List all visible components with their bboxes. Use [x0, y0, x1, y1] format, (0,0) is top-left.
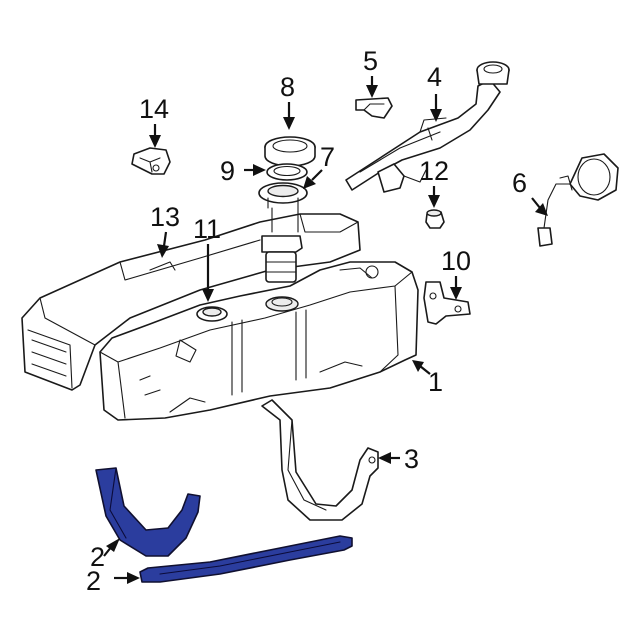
callout-label-6: 6 — [512, 168, 527, 198]
callout-label-7: 7 — [320, 142, 335, 172]
lock-ring-8[interactable] — [264, 136, 316, 167]
retainer-plate-7[interactable] — [258, 182, 308, 209]
clip-14[interactable] — [131, 147, 171, 175]
callout-label-10: 10 — [441, 246, 471, 276]
callout-6: 6 — [512, 168, 548, 216]
callout-13: 13 — [150, 202, 180, 258]
fuel-tank-1[interactable] — [99, 261, 419, 421]
callout-10: 10 — [441, 246, 471, 300]
callout-label-2-lower: 2 — [86, 566, 101, 596]
strap-2-upper[interactable] — [95, 467, 201, 557]
callout-11: 11 — [193, 214, 221, 302]
callout-12: 12 — [419, 156, 449, 208]
strap-2-lower[interactable] — [139, 535, 353, 583]
callout-label-9: 9 — [220, 156, 235, 186]
callout-label-2-upper: 2 — [90, 542, 105, 572]
bracket-5[interactable] — [355, 97, 393, 119]
callout-2-lower: 2 — [86, 566, 140, 596]
seal-9[interactable] — [266, 163, 308, 181]
fuel-cap-6[interactable] — [537, 153, 619, 247]
callout-label-11: 11 — [193, 214, 221, 244]
valve-12[interactable] — [425, 209, 445, 229]
callout-label-14: 14 — [139, 94, 169, 124]
callout-label-12: 12 — [419, 156, 449, 186]
callout-3: 3 — [378, 444, 419, 474]
callout-label-5: 5 — [363, 46, 378, 76]
callout-14: 14 — [139, 94, 169, 148]
callout-2-upper: 2 — [90, 538, 120, 572]
callout-label-3: 3 — [404, 444, 419, 474]
callout-label-1: 1 — [428, 367, 443, 397]
callout-label-8: 8 — [280, 72, 295, 102]
callout-7: 7 — [303, 142, 335, 189]
filler-pipe-4[interactable] — [345, 61, 510, 193]
callout-label-4: 4 — [427, 62, 442, 92]
callout-5: 5 — [363, 46, 378, 98]
sender-module-11[interactable] — [196, 306, 228, 322]
callout-9: 9 — [220, 156, 266, 186]
strap-3[interactable] — [261, 399, 379, 521]
bracket-10[interactable] — [423, 281, 471, 325]
fuel-pump-assembly[interactable] — [261, 207, 303, 283]
callout-4: 4 — [427, 62, 442, 122]
callout-8: 8 — [280, 72, 295, 130]
callout-label-13: 13 — [150, 202, 180, 232]
callout-1: 1 — [412, 360, 443, 397]
